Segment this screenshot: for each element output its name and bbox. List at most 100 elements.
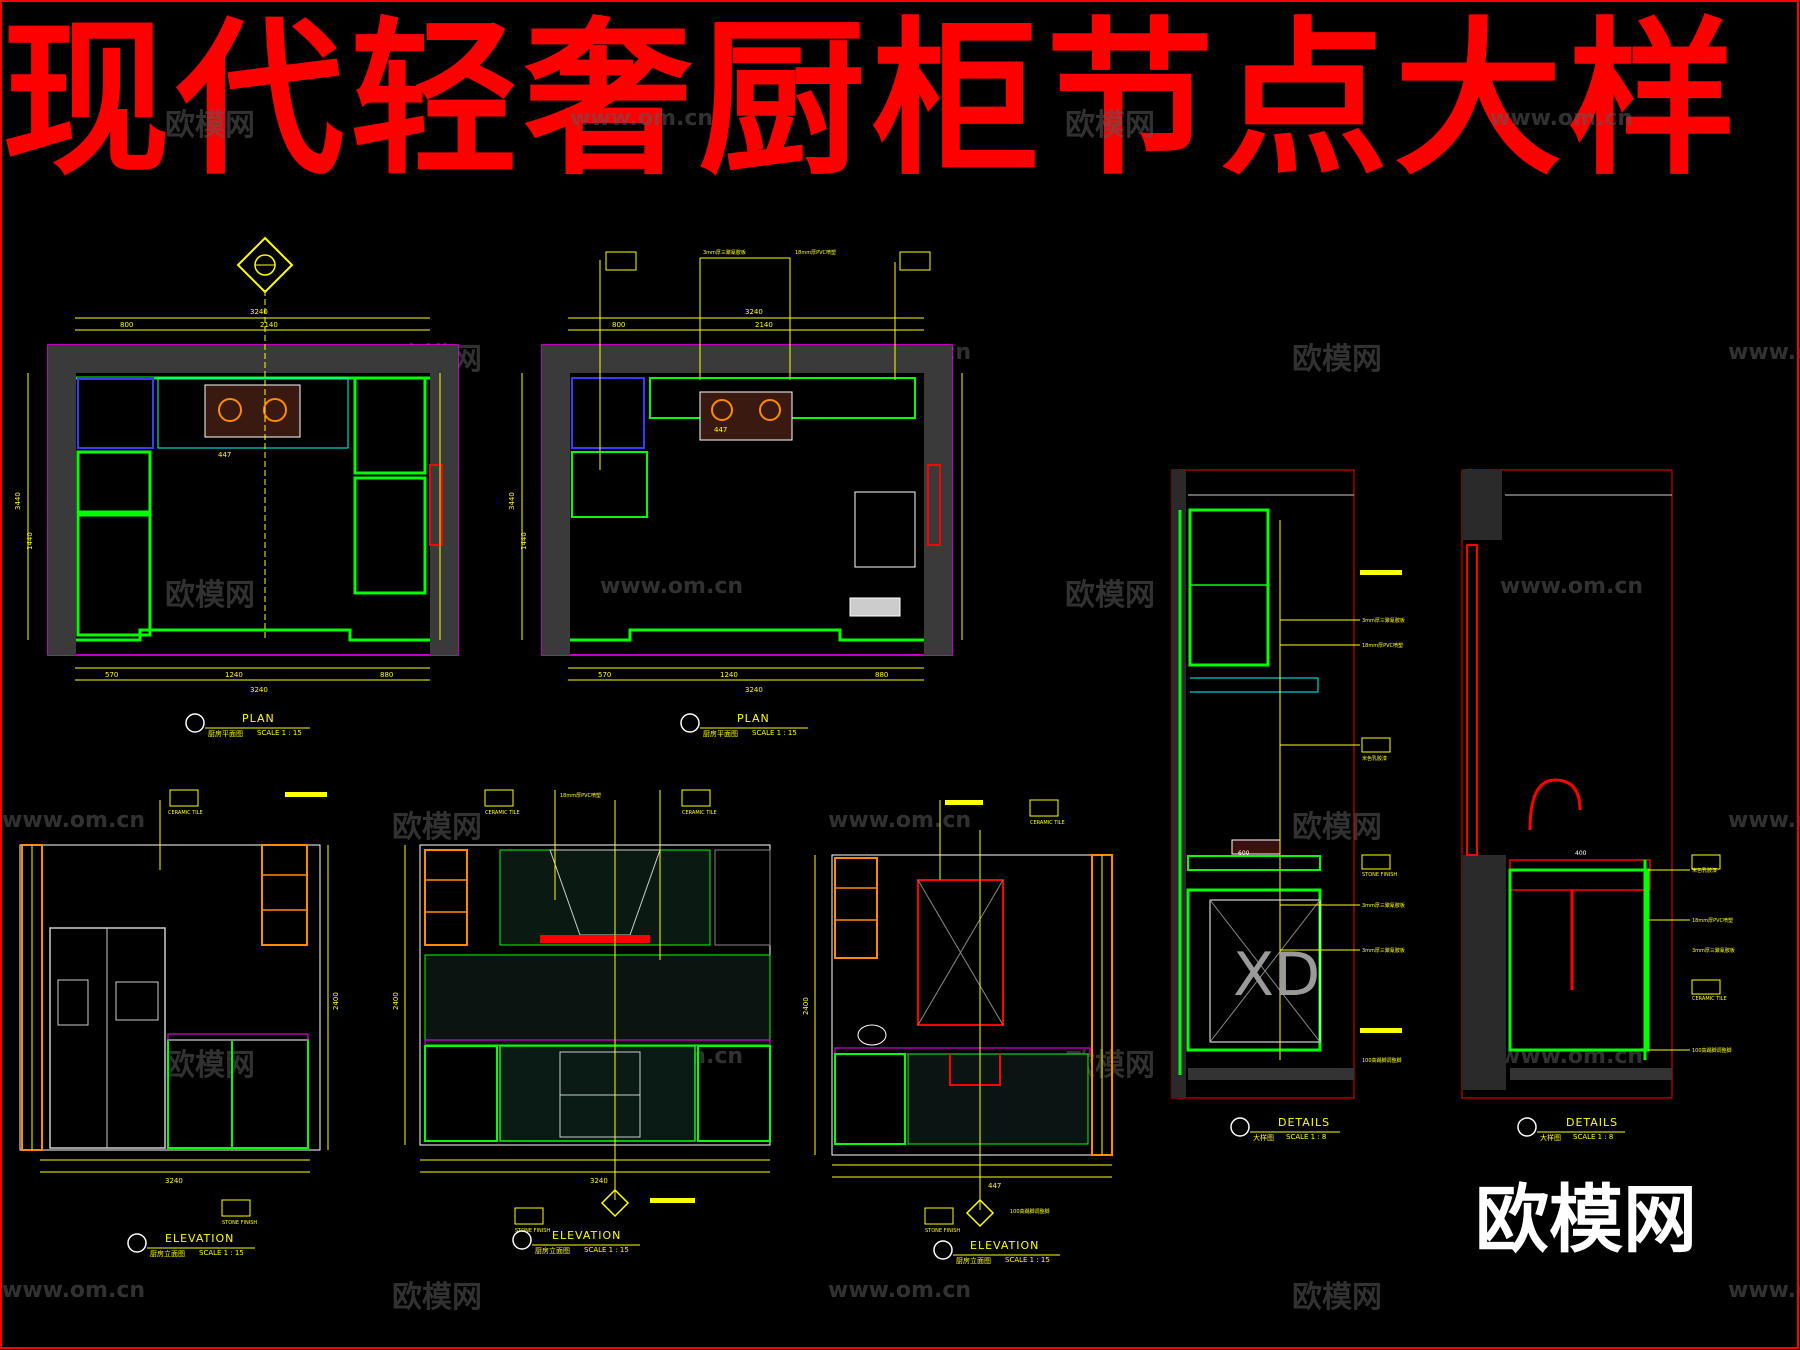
plan-2-note: 3mm厚三聚氰胺板 <box>703 249 746 256</box>
plan-2-sink <box>854 491 916 568</box>
plan-1-wall-top <box>48 345 458 373</box>
detail-1-bar <box>1360 570 1402 575</box>
caption-elevation-a-sub: 厨房立面图 SCALE 1 : 15 <box>150 1249 260 1259</box>
watermark-url: www.om.cn <box>828 1278 972 1303</box>
plan-2-counter-front <box>570 628 924 642</box>
detail-2-dim: 400 <box>1575 850 1587 857</box>
detail-2-frame <box>1461 469 1673 1099</box>
caption-elevation-c: ELEVATION <box>970 1239 1039 1252</box>
watermark: 欧模网 <box>392 810 482 845</box>
detail-2-base-cabinet <box>1508 868 1650 1052</box>
watermark: 欧模网 <box>165 108 255 143</box>
caption-title: PLAN <box>737 712 770 725</box>
elevation-c-base-cabinet <box>834 1053 906 1145</box>
caption-title: DETAILS <box>1566 1116 1619 1129</box>
watermark: 欧模网 <box>1065 108 1155 143</box>
plan-2-tag <box>605 251 637 271</box>
plan-2-dim-total-bottom: 3240 <box>745 686 763 694</box>
plan-2-dim-b: 880 <box>875 671 888 679</box>
caption-cn: 厨房立面图 <box>150 1250 185 1258</box>
detail-2-wall-bottom <box>1462 855 1506 1090</box>
elevation-a-base-cabinet <box>167 1039 309 1149</box>
plan-1-dim-c: 447 <box>218 451 231 459</box>
plan-1-burner <box>218 398 242 422</box>
elevation-a-countertop <box>167 1033 309 1041</box>
caption-elevation-a: ELEVATION <box>165 1232 234 1245</box>
plan-1-dim-a: 570 <box>105 671 118 679</box>
detail-1-countertop <box>1187 855 1321 871</box>
fridge-dispenser <box>57 979 89 1026</box>
plan-1-base-unit <box>76 513 152 637</box>
watermark-url: www.om.cn <box>1500 574 1644 599</box>
plan-2-note: 18mm厚PVC喷塑 <box>795 249 836 256</box>
elevation-a-dim-height: 2400 <box>332 992 340 1010</box>
elevation-b-base-cabinet <box>424 1045 498 1142</box>
plan-1-dim-height-2: 1440 <box>26 532 34 550</box>
elevation-c-tag-text: CERAMIC TILE <box>1030 820 1065 826</box>
watermark-url: www.om.cn <box>2 1278 146 1303</box>
watermark: 欧模网 <box>165 1048 255 1083</box>
elevation-b-tag <box>484 789 514 807</box>
elevation-a-tag <box>221 1199 251 1217</box>
detail-1-tag <box>1361 854 1391 870</box>
plan-2-corner-cabinet <box>571 377 645 449</box>
plan-2-dim-total: 3240 <box>745 308 763 316</box>
elevation-a-tag-text: CERAMIC TILE <box>168 810 203 816</box>
caption-elevation-b: ELEVATION <box>552 1229 621 1242</box>
elevation-b-dim-width: 3240 <box>590 1177 608 1185</box>
watermark: 欧模网 <box>165 578 255 613</box>
elevation-b-note: 18mm厚PVC喷塑 <box>560 792 601 799</box>
plan-1-burner <box>263 398 287 422</box>
detail-1-hood <box>1190 677 1319 693</box>
plan-1-dim-inner: 2140 <box>260 321 278 329</box>
plan-1-dim-total: 3240 <box>250 308 268 316</box>
detail-2: 米色乳胶漆 18mm厚PVC喷塑 3mm厚三聚氰胺板 100高踢脚调整脚 CER… <box>1461 469 1735 1099</box>
elevation-c: 447 2400 CERAMIC TILE STONE FINISH 100高踢… <box>802 799 1113 1234</box>
elevation-c-tag-text: STONE FINISH <box>925 1228 960 1234</box>
detail-2-tag <box>1691 854 1721 870</box>
caption-cn: 厨房立面图 <box>535 1247 570 1255</box>
plan-1-dim-b: 880 <box>380 671 393 679</box>
detail-2-floor <box>1510 1068 1672 1080</box>
plan-2-dim-height-2: 1440 <box>520 532 528 550</box>
plan-2-base-unit <box>571 451 648 518</box>
detail-1-tag-text: STONE FINISH <box>1362 872 1397 878</box>
caption-title: ELEVATION <box>165 1232 235 1245</box>
plan-2-wall-top <box>542 345 952 373</box>
plan-1-corner-cabinet <box>77 377 154 449</box>
elevation-c-dim-height: 2400 <box>802 997 810 1015</box>
detail-2-window <box>1466 544 1478 856</box>
elevation-b-bar <box>650 1198 695 1203</box>
elevation-b-base-cabinet <box>499 1045 696 1142</box>
watermark: 欧模网 <box>1292 810 1382 845</box>
caption-detail-1: DETAILS <box>1278 1116 1330 1129</box>
caption-plan-2: PLAN <box>737 712 770 725</box>
caption-plan-1-sub: 厨房平面图 SCALE 1 : 15 <box>208 729 318 739</box>
plan-2-tag <box>899 251 931 271</box>
elevation-a-bar <box>285 792 327 797</box>
detail-1-note: 18mm厚PVC喷塑 <box>1362 642 1403 649</box>
detail-1-note: 米色乳胶漆 <box>1362 755 1387 762</box>
faucet <box>1528 778 1582 831</box>
plan-1-tall-unit <box>353 376 427 475</box>
caption-title: ELEVATION <box>970 1239 1040 1252</box>
detail-1-floor <box>1188 1068 1354 1080</box>
detail-2-tag <box>1691 979 1721 995</box>
plan-1-counter-front <box>76 628 430 642</box>
caption-scale: SCALE 1 : 15 <box>752 729 797 737</box>
caption-scale: SCALE 1 : 15 <box>1005 1256 1050 1264</box>
caption-cn: 大样图 <box>1253 1134 1274 1142</box>
elevation-b-tag <box>514 1207 544 1225</box>
watermark-url: www.om.cn <box>1728 1278 1800 1303</box>
plan-1-cooktop <box>204 384 301 438</box>
detail-2-note: 100高踢脚调整脚 <box>1692 1047 1732 1054</box>
elevation-c-dim-width: 447 <box>988 1182 1001 1190</box>
elevation-b-dim-height: 2400 <box>392 992 400 1010</box>
detail-2-note: 米色乳胶漆 <box>1692 867 1717 874</box>
caption-detail-2-sub: 大样图 SCALE 1 : 8 <box>1540 1133 1640 1143</box>
detail-1-note: 3mm厚三聚氰胺板 <box>1362 902 1405 909</box>
caption-elevation-c-sub: 厨房立面图 SCALE 1 : 15 <box>956 1256 1066 1266</box>
caption-detail-2: DETAILS <box>1566 1116 1618 1129</box>
